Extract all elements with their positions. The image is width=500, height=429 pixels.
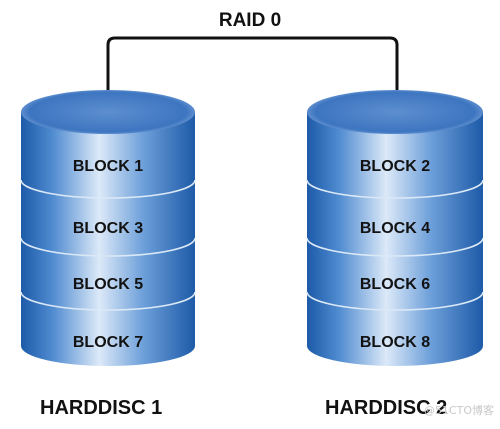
cylinder-top	[21, 90, 195, 134]
platter-divider	[20, 237, 196, 257]
raid-connector-line	[106, 36, 399, 104]
block-label: BLOCK 2	[360, 158, 430, 175]
block-label: BLOCK 4	[360, 220, 430, 237]
harddisc-2-label: HARDDISC 2	[325, 397, 448, 419]
block-label: BLOCK 8	[360, 334, 430, 351]
harddisc-1-cylinder: BLOCK 1 BLOCK 3 BLOCK 5 BLOCK 7	[20, 90, 196, 366]
block-label: BLOCK 7	[73, 334, 143, 351]
block-label: BLOCK 3	[73, 220, 143, 237]
harddisc-2-cylinder: BLOCK 2 BLOCK 4 BLOCK 6 BLOCK 8	[306, 90, 484, 366]
block-label: BLOCK 6	[360, 276, 430, 293]
block-label: BLOCK 5	[73, 276, 143, 293]
platter-divider	[306, 179, 484, 199]
cylinder-body	[307, 112, 483, 366]
platter-divider	[306, 291, 484, 311]
diagram-title: RAID 0	[219, 10, 281, 31]
harddisc-1-label: HARDDISC 1	[40, 397, 163, 419]
cylinder-body	[21, 112, 195, 366]
cylinder-top	[307, 90, 483, 134]
watermark-text: @51CTO博客	[423, 404, 494, 417]
platter-divider	[20, 291, 196, 311]
platter-divider	[306, 237, 484, 257]
block-label: BLOCK 1	[73, 158, 143, 175]
platter-divider	[20, 179, 196, 199]
